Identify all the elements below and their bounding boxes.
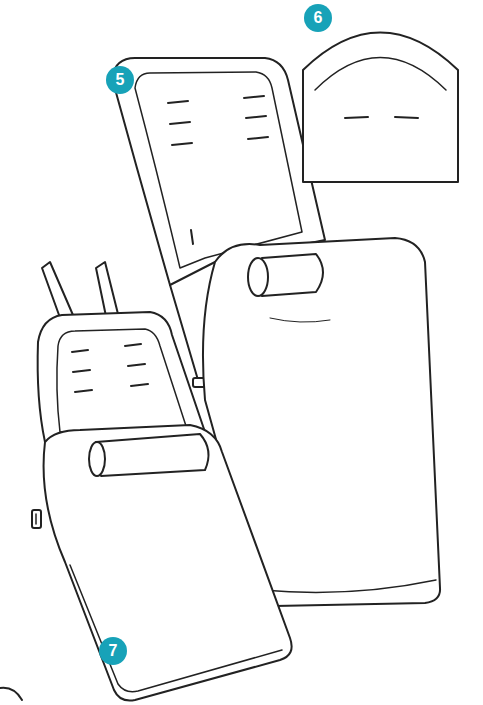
footmuff-lower [32,262,292,701]
headrest [303,33,458,183]
callout-number: 6 [305,5,331,31]
callout-number: 7 [100,638,126,664]
callout-markers [99,4,332,665]
callout-number: 5 [107,67,133,93]
cropped-part [0,688,22,700]
